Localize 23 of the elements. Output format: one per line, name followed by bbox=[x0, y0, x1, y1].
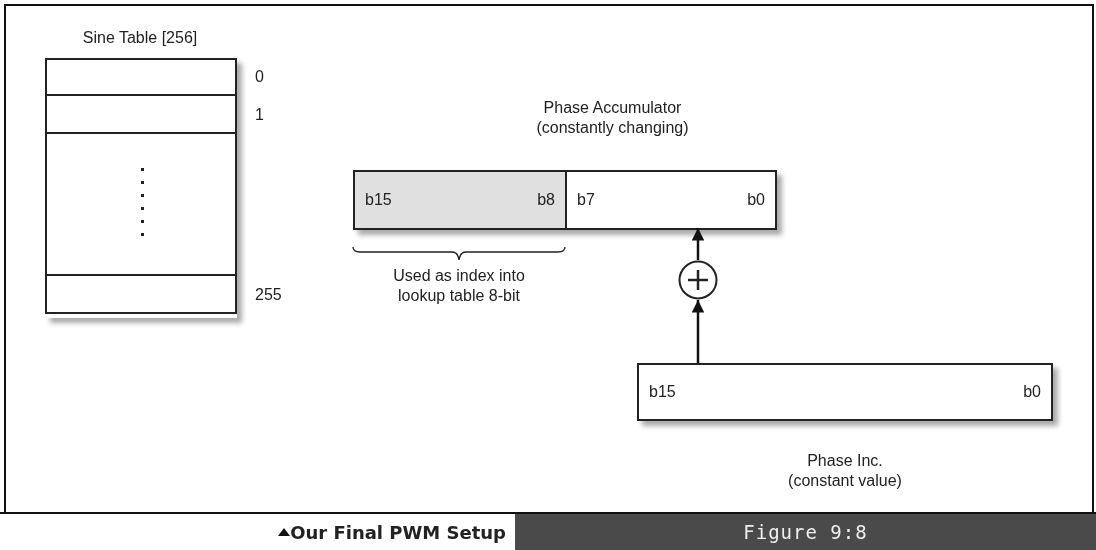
table-row bbox=[45, 132, 237, 276]
bit-label: b7 bbox=[577, 190, 595, 210]
bit-label: b0 bbox=[1023, 382, 1041, 402]
table-row bbox=[45, 94, 237, 134]
figure-caption: Our Final PWM Setup bbox=[290, 521, 506, 543]
figure-number: Figure 9:8 bbox=[515, 514, 1096, 550]
register-caption: Phase Inc. (constant value) bbox=[787, 451, 903, 491]
bit-label: b0 bbox=[747, 190, 765, 210]
table-row bbox=[45, 274, 237, 314]
brace-note: Used as index into lookup table 8-bit bbox=[392, 266, 526, 306]
bit-field bbox=[565, 172, 775, 228]
bit-label: b15 bbox=[649, 382, 676, 402]
bit-field bbox=[355, 172, 565, 228]
index-number: 0 bbox=[255, 67, 264, 87]
table-title: Sine Table [256] bbox=[82, 29, 198, 46]
bit-label: b8 bbox=[537, 190, 555, 210]
index-number: 1 bbox=[255, 105, 264, 125]
arrow bbox=[691, 228, 705, 260]
bit-label: b15 bbox=[365, 190, 392, 210]
register-title: Phase Accumulator (constantly changing) bbox=[535, 98, 690, 138]
index-number: 255 bbox=[255, 285, 282, 305]
table-row bbox=[45, 58, 237, 96]
arrow bbox=[691, 300, 705, 363]
